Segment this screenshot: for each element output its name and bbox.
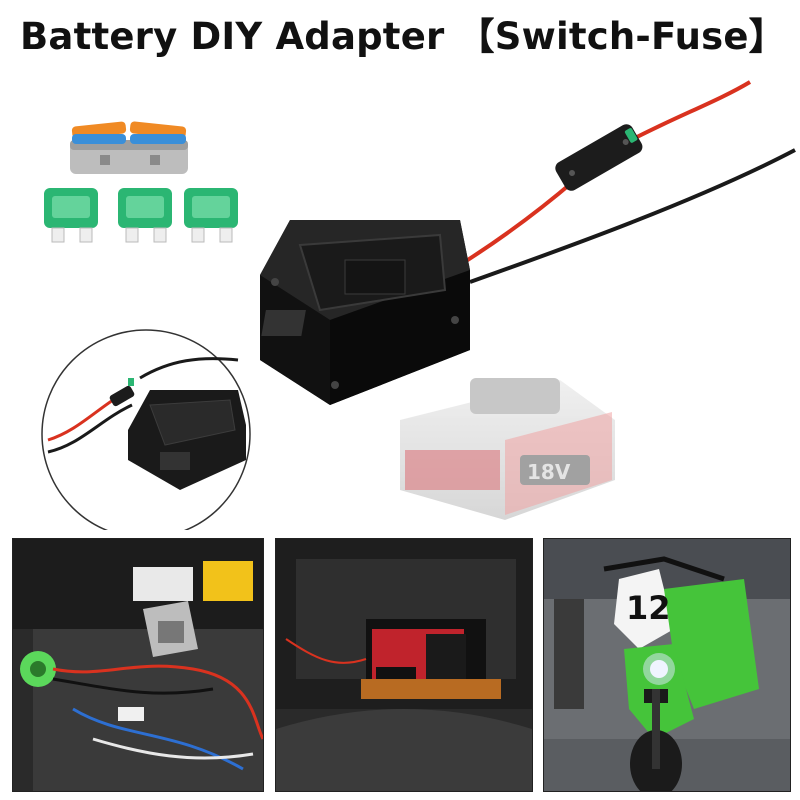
- page-title: Battery DIY Adapter 【Switch-Fuse】: [20, 15, 786, 58]
- fuse-icon: [44, 188, 98, 243]
- lever-connector-icon: [70, 121, 188, 174]
- product-illustration: 18V: [41, 80, 796, 530]
- battery-pack-icon: [400, 378, 615, 520]
- dirt-bike-light-photo: 12: [543, 538, 791, 792]
- battery-adapter-icon: [260, 220, 470, 405]
- wire-harness: [453, 80, 796, 284]
- battery-voltage-label: 18V: [527, 460, 571, 484]
- fuse-icon: [184, 188, 238, 243]
- inline-switch-icon: [555, 124, 643, 191]
- fuse-icon: [118, 188, 172, 243]
- ride-on-car-install-photo: [275, 538, 533, 792]
- product-hero: 18V: [0, 60, 800, 530]
- golf-cart-install-photo: [12, 538, 264, 792]
- number-plate-label: 12: [626, 589, 671, 627]
- assembled-adapter-inset: [41, 329, 251, 530]
